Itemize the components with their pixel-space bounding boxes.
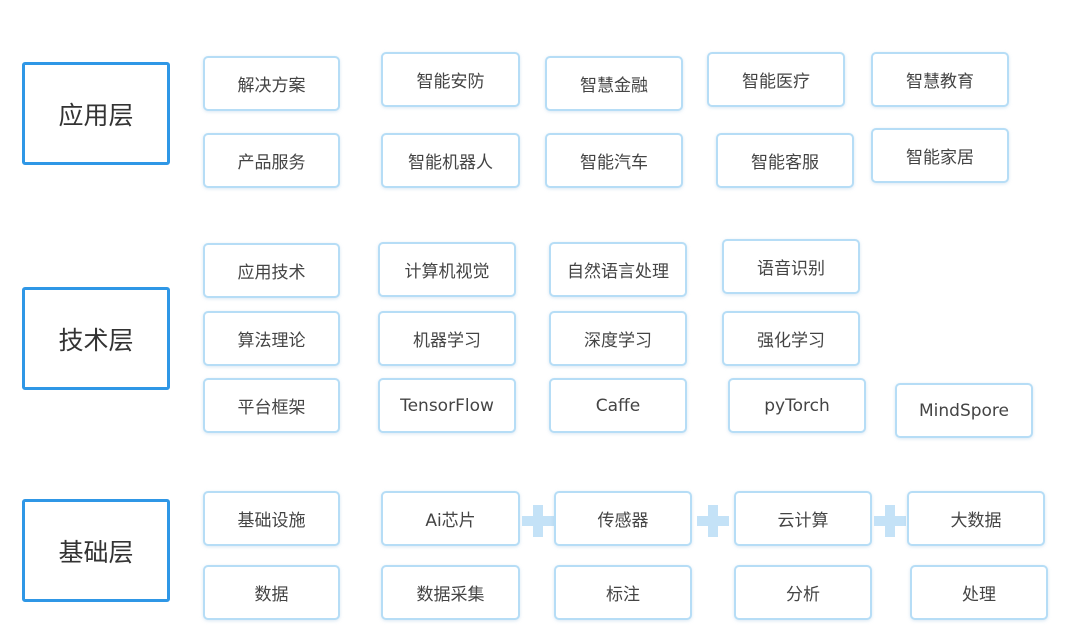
item-reinforcement-learning: 强化学习 <box>722 311 860 366</box>
plus-icon <box>522 505 554 537</box>
item-smart-education: 智慧教育 <box>871 52 1009 107</box>
item-mindspore: MindSpore <box>895 383 1033 438</box>
item-data-collection: 数据采集 <box>381 565 520 620</box>
category-data: 数据 <box>203 565 340 620</box>
item-speech-recognition: 语音识别 <box>722 239 860 294</box>
plus-icon <box>697 505 729 537</box>
item-caffe: Caffe <box>549 378 687 433</box>
category-platform-framework: 平台框架 <box>203 378 340 433</box>
item-tensorflow: TensorFlow <box>378 378 516 433</box>
foundation-layer-box: 基础层 <box>22 499 170 602</box>
item-smart-customer-service: 智能客服 <box>716 133 854 188</box>
category-application-tech: 应用技术 <box>203 243 340 298</box>
plus-icon <box>874 505 906 537</box>
category-solutions: 解决方案 <box>203 56 340 111</box>
application-layer-box: 应用层 <box>22 62 170 165</box>
item-smart-medical: 智能医疗 <box>707 52 845 107</box>
item-smart-car: 智能汽车 <box>545 133 683 188</box>
item-cloud-computing: 云计算 <box>734 491 872 546</box>
category-infrastructure: 基础设施 <box>203 491 340 546</box>
item-smart-home: 智能家居 <box>871 128 1009 183</box>
item-nlp: 自然语言处理 <box>549 242 687 297</box>
item-big-data: 大数据 <box>907 491 1045 546</box>
item-smart-finance: 智慧金融 <box>545 56 683 111</box>
technology-layer-title: 技术层 <box>58 325 134 355</box>
technology-layer-box: 技术层 <box>22 287 170 390</box>
item-machine-learning: 机器学习 <box>378 311 516 366</box>
item-analysis: 分析 <box>734 565 872 620</box>
application-layer-title: 应用层 <box>58 100 134 130</box>
item-pytorch: pyTorch <box>728 378 866 433</box>
foundation-layer-title: 基础层 <box>58 537 134 567</box>
item-deep-learning: 深度学习 <box>549 311 687 366</box>
item-annotation: 标注 <box>554 565 692 620</box>
item-processing: 处理 <box>910 565 1048 620</box>
item-sensor: 传感器 <box>554 491 692 546</box>
item-smart-security: 智能安防 <box>381 52 520 107</box>
item-ai-chip: Ai芯片 <box>381 491 520 546</box>
category-products-services: 产品服务 <box>203 133 340 188</box>
category-algorithm-theory: 算法理论 <box>203 311 340 366</box>
item-computer-vision: 计算机视觉 <box>378 242 516 297</box>
item-smart-robot: 智能机器人 <box>381 133 520 188</box>
